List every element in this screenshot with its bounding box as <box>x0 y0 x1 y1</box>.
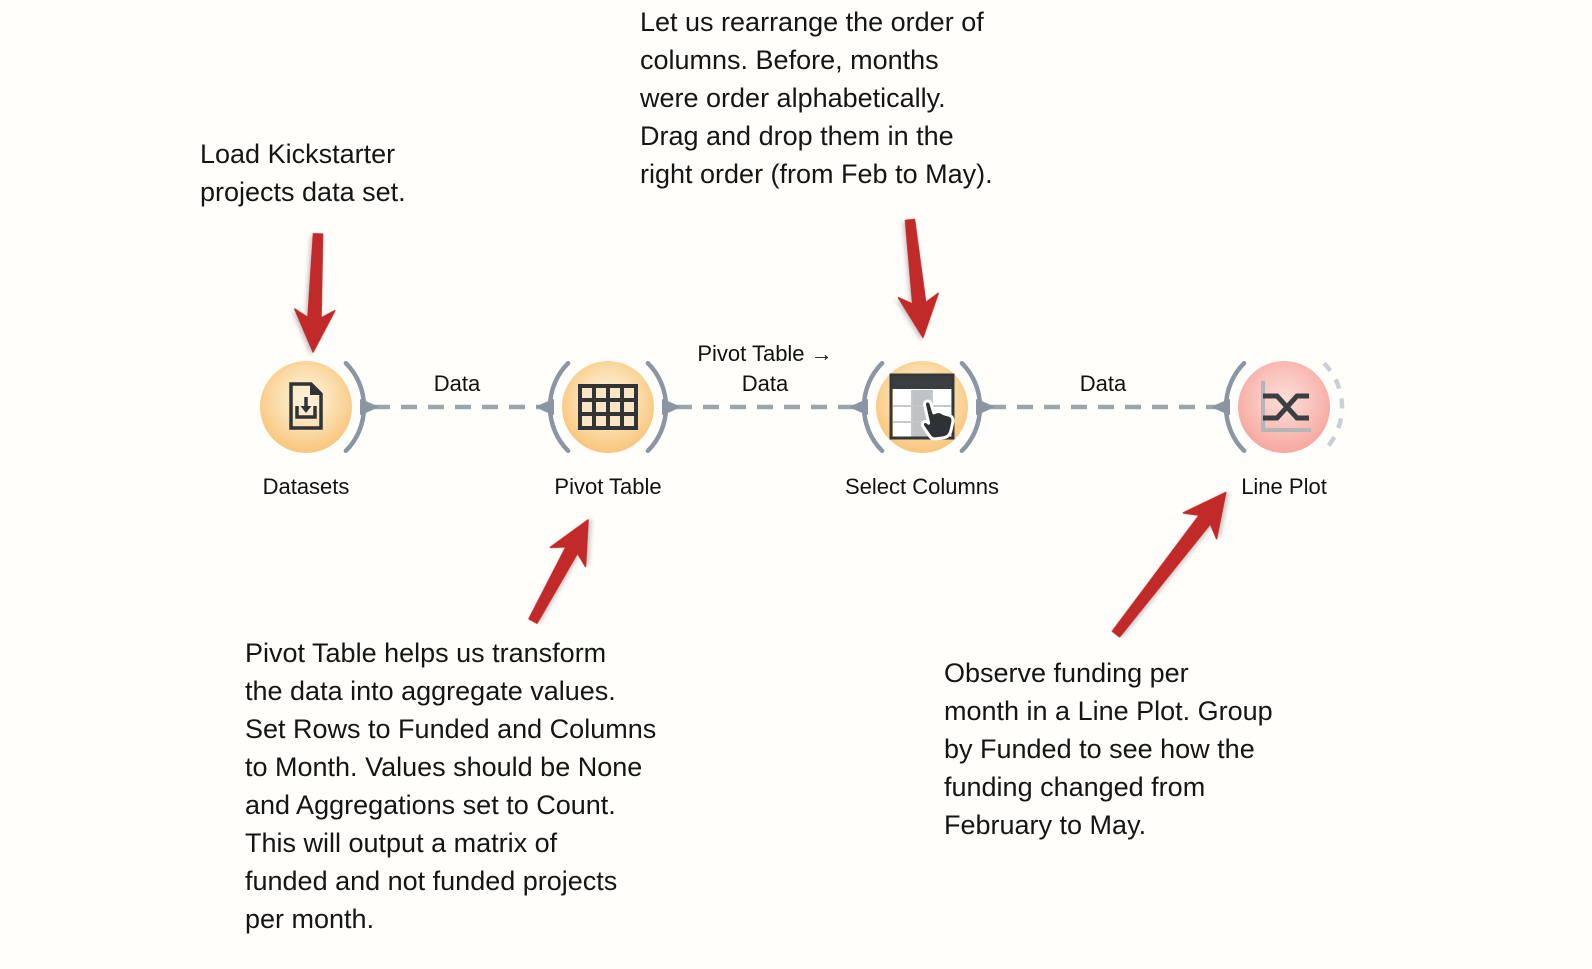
node-select-columns[interactable] <box>850 360 994 454</box>
arrow-to-pivot-table <box>528 519 589 624</box>
node-line-plot[interactable] <box>1212 360 1345 454</box>
arrow-to-line-plot <box>1111 491 1227 638</box>
annotation-pivot-table-help: Pivot Table helps us transform the data … <box>245 638 657 934</box>
output-anchor <box>976 399 994 415</box>
table-select-icon <box>889 373 955 441</box>
arrow-to-datasets <box>294 233 336 353</box>
link-label-data-1: Data <box>433 371 481 396</box>
input-anchor <box>850 399 868 415</box>
annotation-rearrange-columns: Let us rearrange the order of columns. B… <box>640 7 993 189</box>
file-download-icon <box>289 382 323 430</box>
node-pivot-table[interactable] <box>536 360 680 454</box>
input-anchor <box>536 399 554 415</box>
input-anchor <box>1212 399 1230 415</box>
link-label-pivot-data: Pivot Table → Data <box>697 341 833 396</box>
line-chart-icon <box>1261 381 1311 432</box>
output-arc-dashed <box>1322 361 1345 453</box>
node-datasets[interactable] <box>260 360 378 454</box>
arrow-to-select-columns <box>897 218 939 339</box>
hand-cursor-icon <box>920 399 955 441</box>
annotation-load-datasets: Load Kickstarter projects data set. <box>200 139 406 207</box>
link-label-data-2: Data <box>1079 371 1127 396</box>
annotation-line-plot-help: Observe funding per month in a Line Plot… <box>944 658 1273 840</box>
node-label-pivot-table: Pivot Table <box>554 474 662 499</box>
node-label-line-plot: Line Plot <box>1241 474 1327 499</box>
grid-icon <box>578 384 638 430</box>
output-anchor <box>662 399 680 415</box>
output-anchor <box>360 399 378 415</box>
node-label-datasets: Datasets <box>262 474 350 499</box>
node-label-select-columns: Select Columns <box>844 474 1000 499</box>
